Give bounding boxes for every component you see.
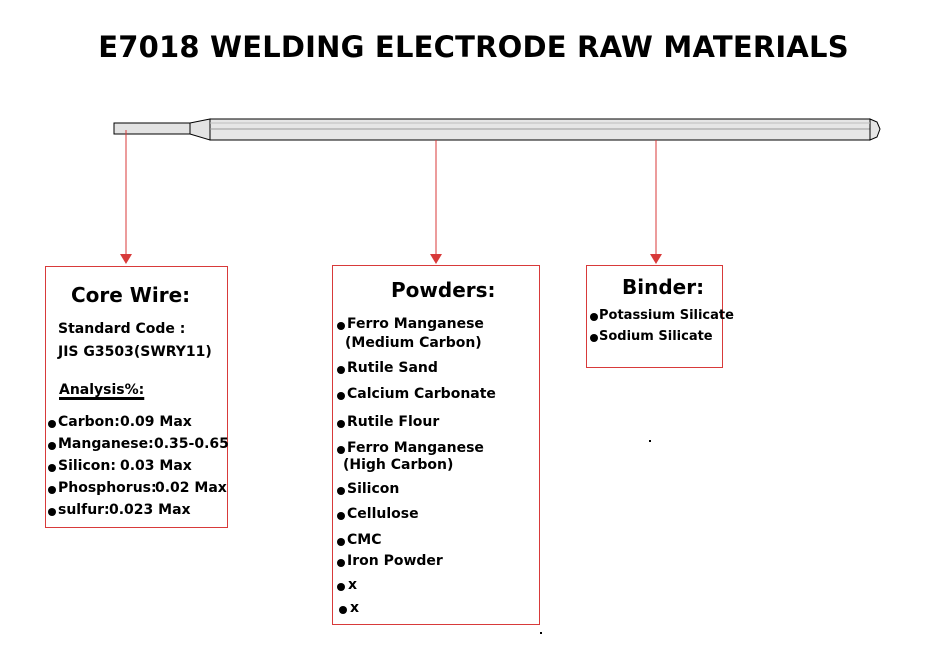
stray-dot: [649, 440, 651, 442]
powder-name: Rutile Sand: [347, 360, 438, 376]
element-value: 0.09 Max: [120, 414, 192, 430]
binder-name: Sodium Silicate: [599, 329, 713, 344]
powder-name: Calcium Carbonate: [347, 386, 496, 402]
powder-name: Ferro Manganese: [347, 316, 484, 332]
rod-end: [869, 118, 881, 141]
powders-box: Powders: Ferro Manganese (Medium Carbon)…: [332, 265, 540, 625]
stray-dot: [540, 632, 542, 634]
powder-name-detail: (Medium Carbon): [345, 335, 482, 351]
arrow-to-binder: [650, 140, 662, 264]
core-wire-title: Core Wire:: [71, 283, 191, 307]
bullet-icon: [590, 313, 598, 321]
powder-name: Ferro Manganese: [347, 440, 484, 456]
element-value: 0.03 Max: [120, 458, 192, 474]
element-name: Carbon:: [58, 414, 120, 430]
bullet-icon: [337, 487, 345, 495]
powder-name: Silicon: [347, 481, 400, 497]
powder-name-detail: (High Carbon): [343, 457, 454, 473]
arrow-to-core-wire: [120, 130, 132, 264]
bullet-icon: [337, 538, 345, 546]
element-value: 0.023 Max: [109, 502, 191, 518]
powder-name: Iron Powder: [347, 553, 443, 569]
powder-name: Rutile Flour: [347, 414, 440, 430]
diagram-title: E7018 WELDING ELECTRODE RAW MATERIALS: [98, 30, 849, 64]
bullet-icon: [337, 559, 345, 567]
standard-code-value: JIS G3503(SWRY11): [58, 344, 212, 360]
bullet-icon: [337, 392, 345, 400]
bullet-icon: [48, 420, 56, 428]
element-value: 0.02 Max: [155, 480, 227, 496]
bullet-icon: [590, 334, 598, 342]
bullet-icon: [48, 486, 56, 494]
bullet-icon: [337, 322, 345, 330]
bullet-icon: [337, 512, 345, 520]
bullet-icon: [337, 446, 345, 454]
analysis-label: Analysis%:: [59, 382, 145, 398]
powders-title: Powders:: [391, 278, 496, 302]
standard-code-label: Standard Code :: [58, 321, 186, 337]
powder-name: x: [350, 600, 360, 616]
binder-title: Binder:: [622, 275, 705, 299]
binder-name: Potassium Silicate: [599, 308, 734, 323]
bullet-icon: [337, 420, 345, 428]
core-wire-box: Core Wire: Standard Code : JIS G3503(SWR…: [45, 266, 229, 528]
bullet-icon: [48, 464, 56, 472]
bullet-icon: [48, 508, 56, 516]
bullet-icon: [337, 366, 345, 374]
electrode-rod: [113, 118, 881, 141]
core-wire-tip: [113, 118, 211, 141]
element-name: Phosphorus:: [58, 480, 157, 496]
bullet-icon: [339, 606, 347, 614]
element-name: Silicon:: [58, 458, 116, 474]
element-name: Manganese:: [58, 436, 154, 452]
bullet-icon: [48, 442, 56, 450]
arrow-to-powders: [430, 140, 442, 264]
powder-name: x: [348, 577, 358, 593]
powder-name: CMC: [347, 532, 382, 548]
powder-name: Cellulose: [347, 506, 419, 522]
element-value: 0.35-0.65: [154, 436, 229, 452]
element-name: sulfur:: [58, 502, 110, 518]
bullet-icon: [337, 583, 345, 591]
binder-box: Binder: Potassium Silicate Sodium Silica…: [586, 265, 734, 368]
